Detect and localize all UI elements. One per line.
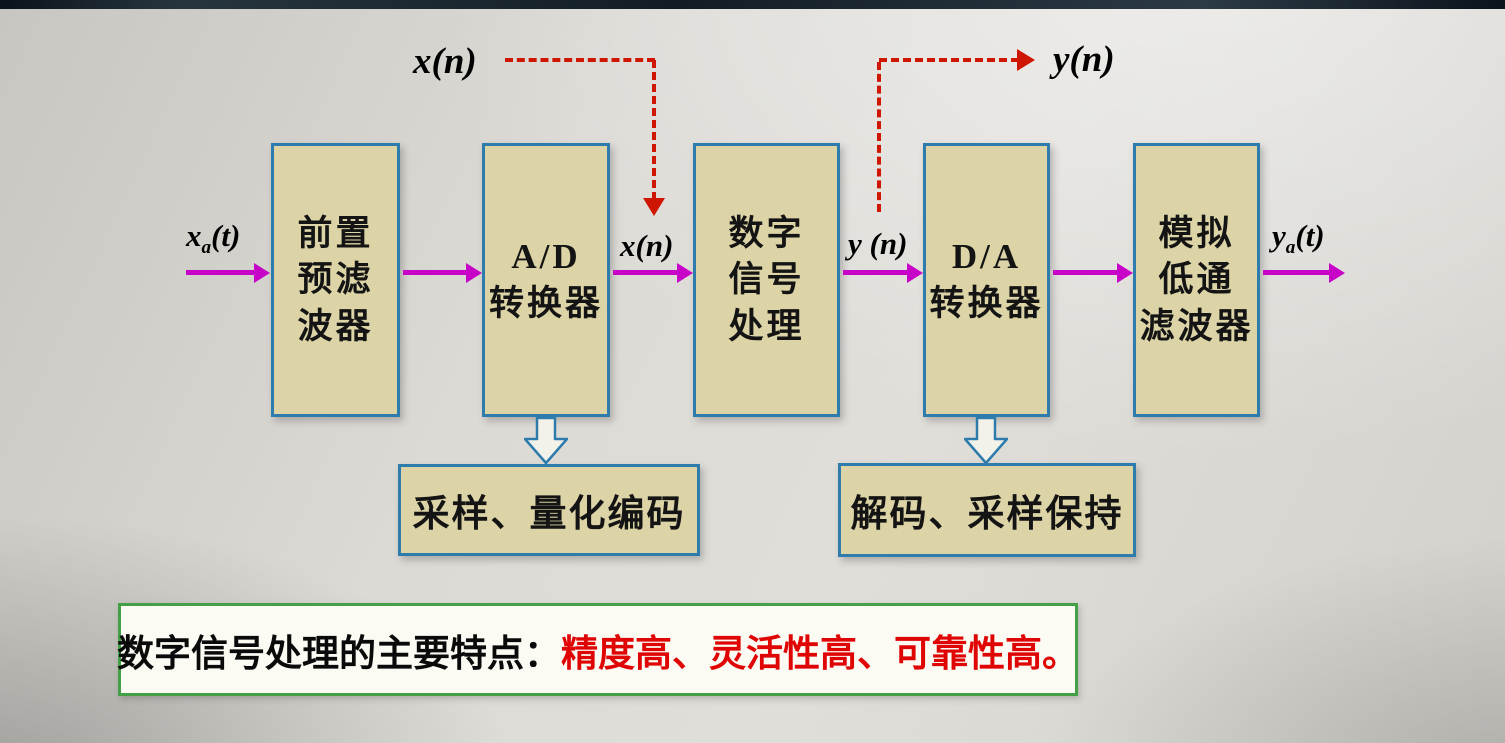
block-label-line: 信号 — [728, 260, 805, 300]
block-label-line: A/D — [511, 237, 581, 277]
subbox-decoding: 解码、采样保持 — [838, 463, 1136, 557]
note-text-red: 精度高、灵活性高、可靠性高。 — [561, 632, 1079, 674]
label-yn-top: y(n) — [1053, 39, 1115, 80]
block-prefilter: 前置 预滤 波器 — [271, 143, 400, 417]
block-adc: A/D 转换器 — [482, 143, 610, 417]
block-label-line: 预滤 — [297, 260, 374, 300]
block-label-line: 低通 — [1158, 260, 1235, 300]
block-label-line: 处理 — [728, 306, 805, 346]
dashed-arrowhead-down-icon — [643, 198, 665, 216]
dashed-line-yn-horizontal — [879, 58, 1019, 62]
label-yn-mid: y (n) — [848, 226, 908, 261]
flow-arrow-output-icon — [1263, 270, 1329, 275]
block-label-line: 滤波器 — [1139, 306, 1254, 346]
block-label-line: 数字 — [728, 214, 805, 254]
dashed-line-yn-vertical — [877, 62, 881, 212]
label-output-signal: ya(t) — [1272, 218, 1325, 259]
dashed-arrowhead-right-icon — [1017, 49, 1035, 71]
flow-arrow-adc-to-dsp-icon — [613, 270, 677, 275]
block-label-line: 转换器 — [488, 283, 603, 323]
note-text-black: 数字信号处理的主要特点： — [117, 632, 561, 674]
block-label-line: 波器 — [297, 306, 374, 346]
dashed-line-xn-horizontal — [505, 58, 655, 62]
block-label-line: 转换器 — [929, 283, 1044, 323]
flow-arrow-dsp-to-dac-icon — [843, 270, 907, 275]
dashed-line-xn-vertical — [652, 60, 656, 200]
flow-arrow-input-icon — [186, 270, 254, 275]
block-label-line: 前置 — [297, 214, 374, 254]
block-dac: D/A 转换器 — [923, 143, 1050, 417]
flow-arrow-prefilter-to-adc-icon — [403, 270, 466, 275]
block-dsp: 数字 信号 处理 — [693, 143, 840, 417]
block-label-line: 模拟 — [1158, 214, 1235, 254]
block-arrow-down-adc-icon — [524, 417, 568, 464]
label-xn-top: x(n) — [413, 41, 477, 82]
flow-arrow-dac-to-lpf-icon — [1053, 270, 1117, 275]
block-arrow-down-dac-icon — [964, 417, 1008, 464]
label-xn-mid: x(n) — [620, 228, 674, 263]
block-analog-lpf: 模拟 低通 滤波器 — [1133, 143, 1260, 417]
note-box: 数字信号处理的主要特点：精度高、灵活性高、可靠性高。 — [117, 603, 1079, 696]
top-bar — [0, 0, 1505, 9]
label-input-signal: xa(t) — [186, 218, 241, 259]
block-label-line: D/A — [951, 237, 1022, 277]
subbox-sampling: 采样、量化编码 — [398, 464, 700, 556]
